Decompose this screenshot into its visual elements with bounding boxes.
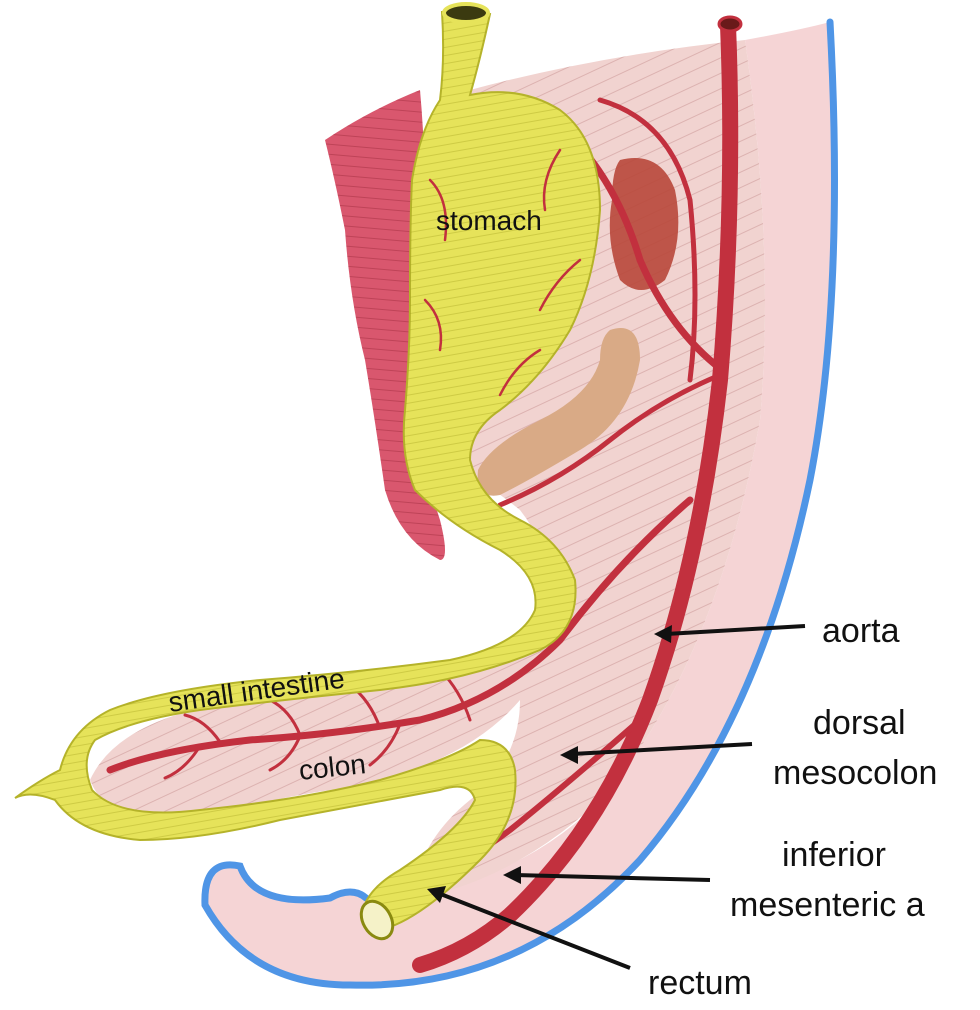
label-colon: colon: [297, 748, 367, 786]
label-stomach: stomach: [436, 205, 542, 236]
label-rectum: rectum: [648, 964, 752, 1002]
arrowhead-dorsal-mesocolon: [560, 746, 578, 764]
label-inferior: inferior: [782, 836, 886, 874]
esophagus-opening: [442, 2, 490, 24]
stomach-vessel-2: [538, 258, 582, 312]
celiac-branch-2: [497, 372, 723, 508]
gut-tube: [14, 2, 602, 941]
arrow-dorsal-mesocolon: [571, 742, 753, 756]
body-wall-outline: [201, 18, 838, 989]
mesentery-fibers: [90, 40, 765, 900]
spleen: [609, 158, 679, 290]
arrow-inferior-mesenteric: [514, 873, 711, 882]
gut-texture: [15, 10, 600, 927]
dorsal-mesentery: [90, 40, 765, 900]
body-wall: [201, 18, 838, 989]
arrowhead-inferior-mesenteric: [503, 866, 521, 884]
pointer-arrows: [427, 624, 806, 970]
stomach-vessel-1: [542, 148, 562, 212]
sma-twig-7: [163, 744, 202, 780]
label-aorta: aorta: [822, 612, 900, 650]
arrowhead-aorta: [654, 625, 672, 643]
stomach-vessel-3: [498, 348, 542, 397]
label-mesenteric-a: mesenteric a: [730, 886, 925, 924]
arrow-aorta: [665, 624, 806, 636]
sma-twig-5: [368, 722, 402, 767]
rectum-opening: [359, 899, 395, 941]
arrow-rectum: [437, 891, 631, 970]
sma-twig-6: [268, 734, 302, 772]
arrowhead-rectum: [427, 886, 446, 903]
label-dorsal: dorsal: [813, 704, 906, 742]
aorta-opening: [717, 15, 743, 33]
stomach-vessel-4: [428, 178, 448, 242]
splenic-branch: [597, 97, 698, 383]
label-mesocolon: mesocolon: [773, 754, 937, 792]
sma-twig-4: [183, 713, 222, 744]
superior-mesenteric-artery: [106, 496, 694, 774]
stomach-vessel-5: [423, 298, 443, 352]
pancreas: [477, 328, 640, 496]
body-wall-fill: [205, 22, 835, 986]
